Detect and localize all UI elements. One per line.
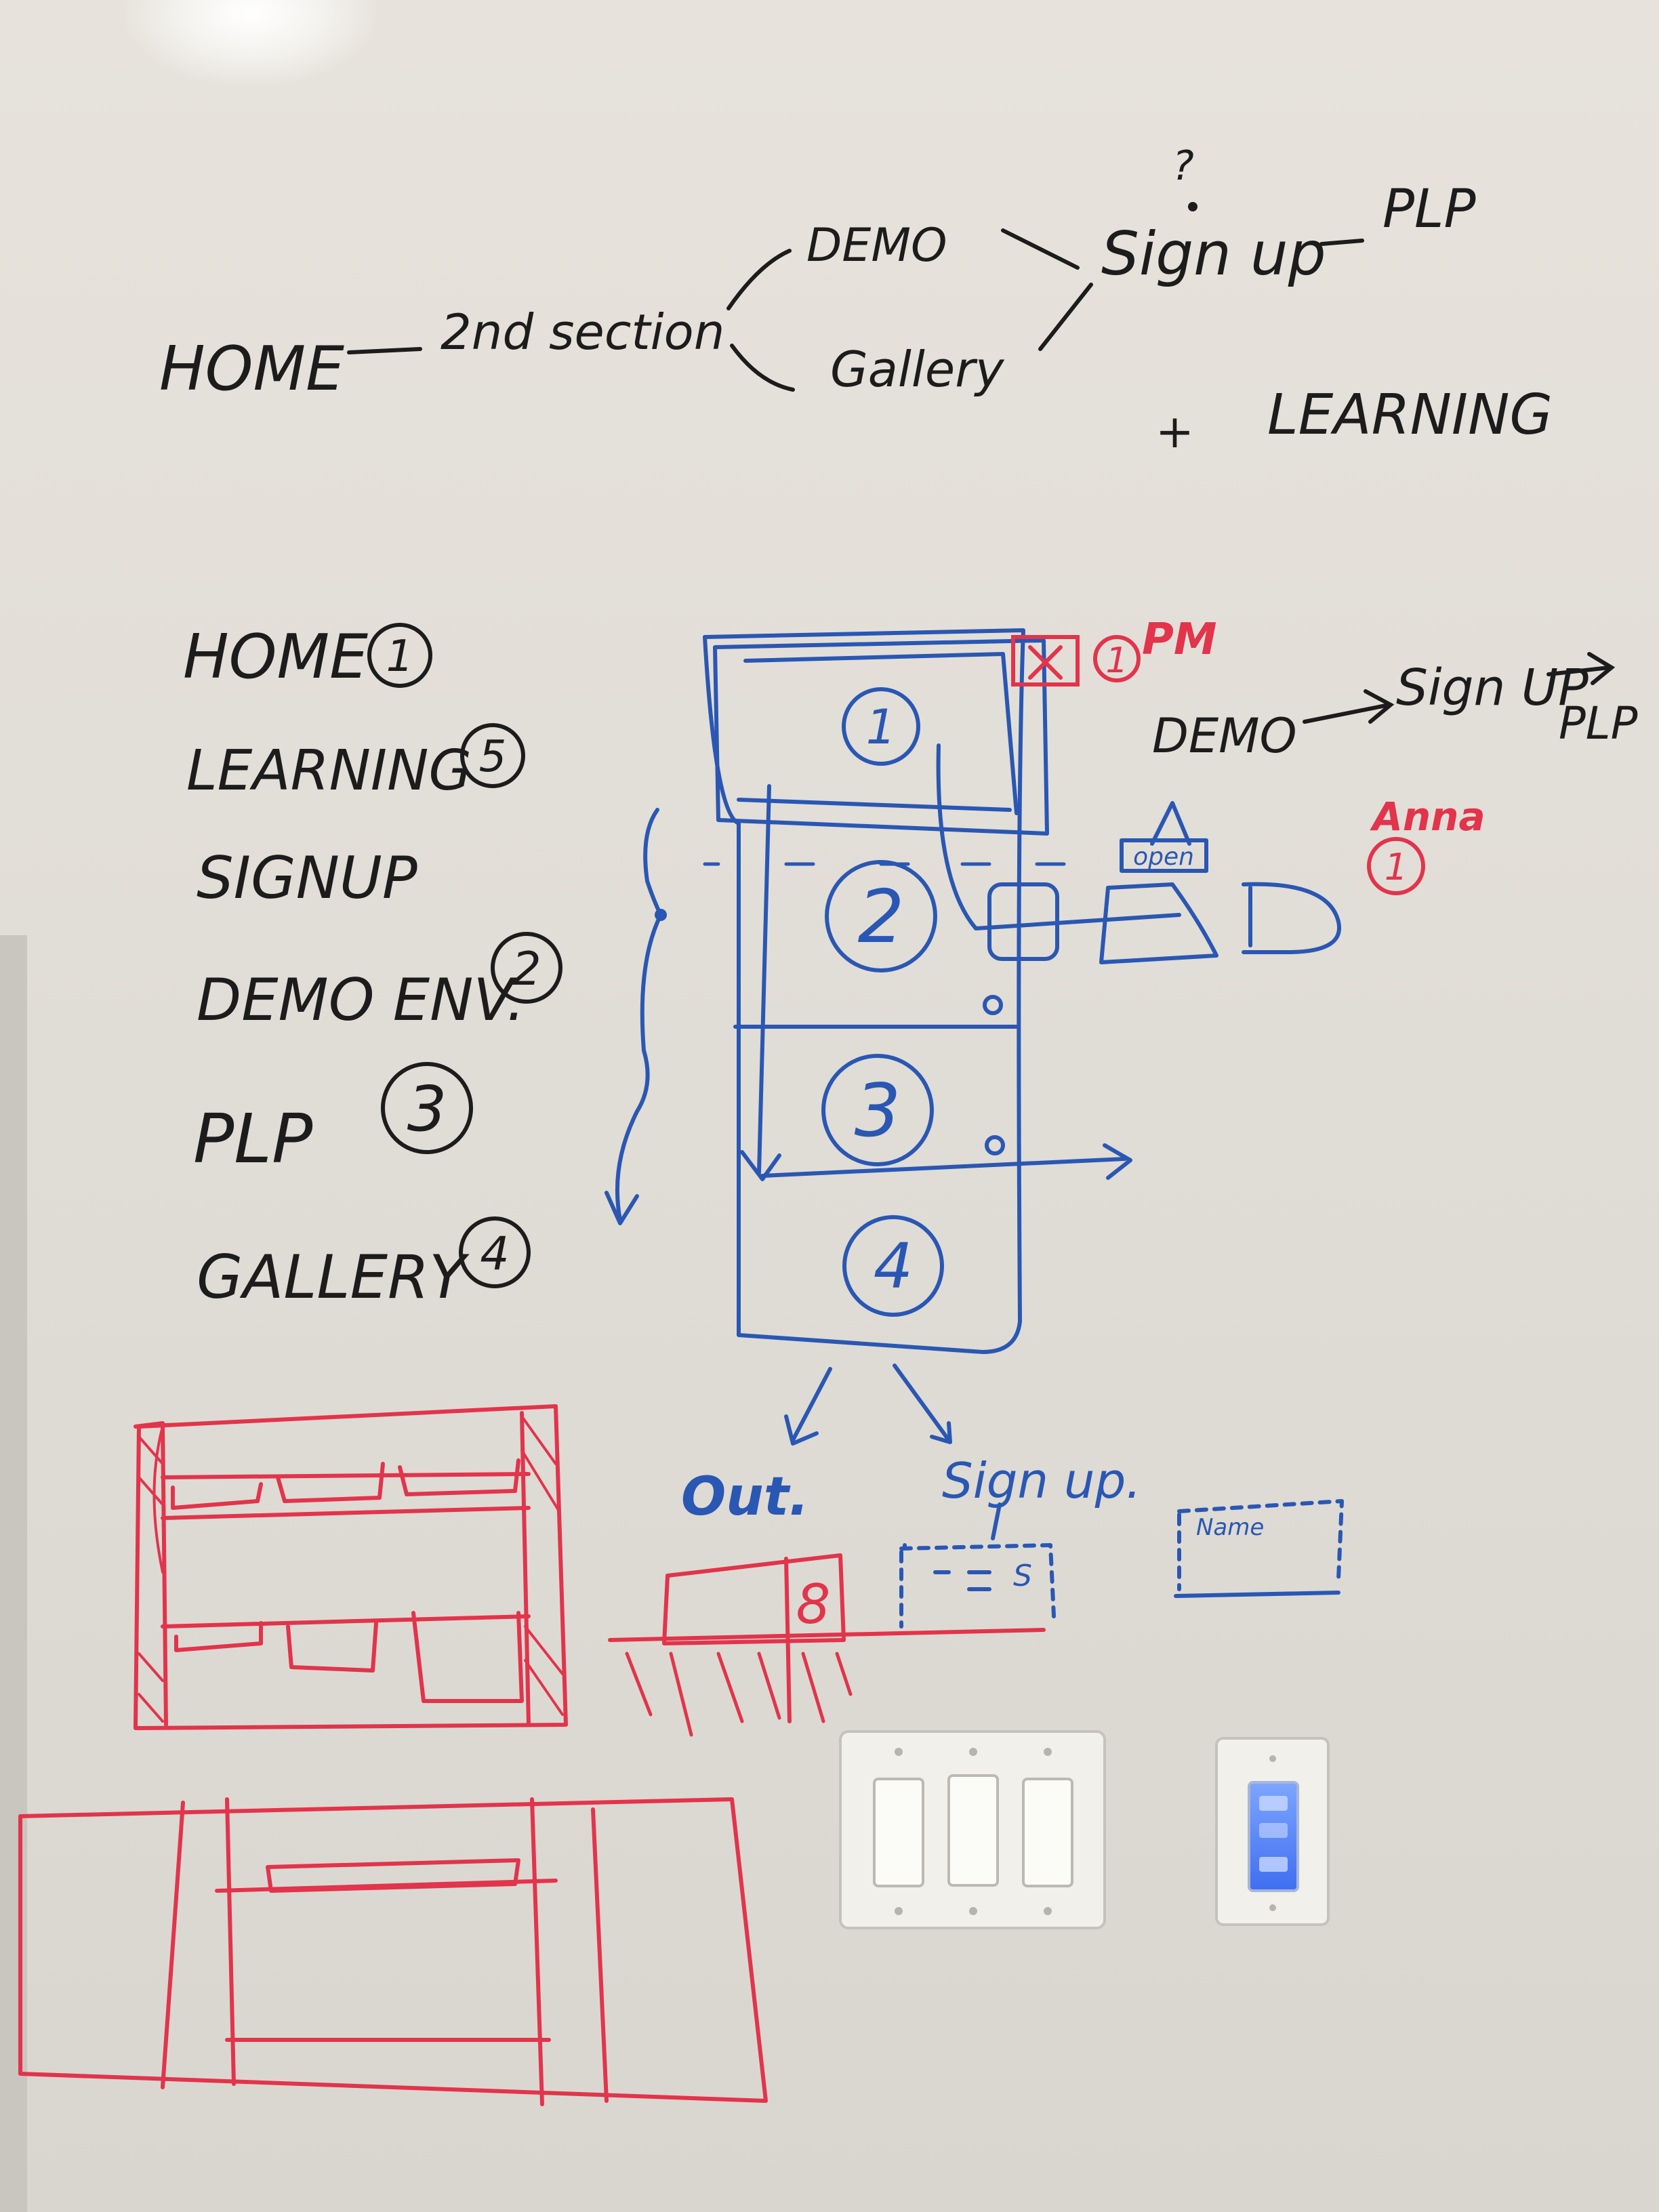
section-divider — [737, 798, 1012, 812]
section-number: 4 — [874, 1230, 914, 1303]
red-note-text: 1 PM Anna 1 — [1105, 615, 1485, 888]
top-flow-gallery: Gallery — [830, 341, 1005, 398]
horizontal-axis — [760, 1157, 1127, 1178]
layout-sketch-bottom — [18, 1797, 768, 2103]
scroll-brace — [615, 808, 663, 1222]
red-sketches — [18, 1404, 1046, 2106]
page-list-label: GALLERY — [197, 1242, 470, 1312]
open-label-box — [1120, 838, 1208, 873]
page-list-label: SIGNUP — [197, 844, 417, 912]
carousel-card — [1099, 882, 1218, 964]
hero-box — [713, 638, 1049, 836]
light-switch[interactable] — [873, 1778, 924, 1887]
page-list-label: LEARNING — [186, 739, 472, 803]
page-list-numbers: 1 5 2 3 4 — [367, 623, 562, 1288]
demo-flow-arrows — [1303, 652, 1616, 724]
page-list-number: 1 — [386, 632, 414, 682]
demo-flow: DEMO Sign UP PLP — [1152, 659, 1638, 764]
page-list-label: DEMO ENV. — [197, 966, 525, 1034]
light-switch-plate — [839, 1730, 1106, 1929]
scroll-axis — [757, 784, 771, 1174]
demo-flow-plp: PLP — [1559, 697, 1638, 750]
light-switch[interactable] — [1022, 1778, 1073, 1887]
top-flow-demo: DEMO — [806, 219, 947, 272]
signup-arrow — [893, 1364, 951, 1442]
section-number: 3 — [855, 1069, 901, 1153]
top-flow-plp: PLP — [1382, 179, 1476, 240]
blue-labels: 1 2 3 4 open Out. Sign up. Name S — [681, 699, 1264, 1593]
section-number: 1 — [866, 699, 897, 755]
top-flow-question: ? — [1172, 142, 1194, 190]
anna-label: Anna — [1370, 794, 1486, 840]
wall-edge — [0, 935, 27, 2212]
light-glare — [122, 0, 380, 88]
top-flow-home: HOME — [159, 333, 344, 405]
open-label: open — [1133, 843, 1194, 871]
signup-label: Sign up. — [942, 1452, 1141, 1509]
top-flow-connectors — [347, 202, 1364, 392]
blue-wireframe — [605, 628, 1344, 1629]
page-list-label: PLP — [193, 1099, 313, 1179]
product-tile — [662, 1553, 846, 1645]
top-flow-sign-up: Sign up — [1101, 219, 1326, 289]
page-list: HOME LEARNING SIGNUP DEMO ENV. PLP GALLE… — [183, 621, 525, 1312]
top-flow-learning: LEARNING — [1267, 383, 1553, 447]
name-label: Name — [1196, 1514, 1264, 1541]
page-list-label: HOME — [183, 621, 368, 693]
dimmer-plate — [1215, 1737, 1330, 1926]
red-notes — [1011, 635, 1425, 895]
signup-form — [899, 1543, 1056, 1629]
page-list-number: 4 — [480, 1227, 509, 1281]
carousel-card — [1242, 882, 1342, 954]
out-label: Out. — [681, 1467, 809, 1528]
name-field — [1177, 1499, 1344, 1581]
top-flow-second-section: 2nd section — [441, 304, 724, 361]
page-list-number: 2 — [512, 943, 541, 996]
carousel-card — [987, 882, 1059, 961]
demo-flow-signup: Sign UP — [1396, 659, 1589, 717]
top-flow: ? HOME 2nd section DEMO Gallery Sign up … — [159, 142, 1553, 459]
pm-box — [1011, 635, 1080, 687]
anna-number: 1 — [1385, 846, 1408, 888]
demo-flow-demo: DEMO — [1152, 708, 1297, 764]
tile-number: 8 — [796, 1573, 831, 1636]
section-number: 2 — [858, 875, 905, 960]
pm-label: PM — [1142, 615, 1217, 665]
page-list-number: 3 — [407, 1073, 447, 1145]
light-switch[interactable] — [947, 1774, 999, 1887]
page-frame — [703, 628, 1025, 1354]
pm-number: 1 — [1105, 640, 1128, 681]
page-list-number: 5 — [479, 732, 507, 782]
form-s-label: S — [1013, 1559, 1032, 1593]
top-flow-plus: + — [1155, 405, 1194, 459]
out-arrow — [791, 1367, 832, 1442]
layout-sketch-top — [134, 1404, 568, 1730]
